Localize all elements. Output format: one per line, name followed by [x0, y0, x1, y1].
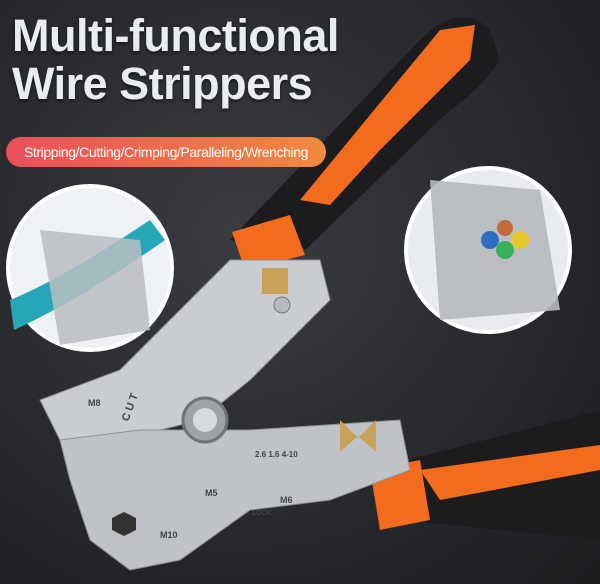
marking-m6: M6	[280, 495, 293, 505]
title-line-2: Wire Strippers	[12, 58, 313, 109]
wire-copper	[497, 220, 513, 236]
page-title: Multi-functional Wire Strippers	[12, 12, 339, 108]
lower-jaw	[59, 419, 411, 571]
upper-handle-orange-stripe	[300, 25, 475, 205]
wire-yellow	[511, 231, 529, 249]
wire-blue	[481, 231, 499, 249]
lower-handle-orange-stripe	[420, 445, 600, 500]
features-banner: Stripping/Cutting/Crimping/Paralleling/W…	[6, 137, 326, 167]
inset-left-jaw	[40, 230, 150, 345]
marking-sizes: 2.6 1.6 4-10	[255, 450, 298, 459]
hex-hole	[112, 512, 136, 536]
title-line-1: Multi-functional	[12, 10, 339, 61]
inset-right-jaw	[430, 180, 560, 320]
upper-handle-grip	[232, 215, 305, 270]
pivot-bolt-inner	[193, 408, 217, 432]
marking-lock: LOCK	[252, 510, 272, 517]
wire-green	[496, 241, 514, 259]
marking-m10: M10	[160, 530, 178, 540]
screw	[273, 296, 291, 314]
crimp-insert	[262, 268, 288, 294]
brass-crimp-die	[340, 420, 376, 452]
marking-m8: M8	[88, 398, 101, 408]
marking-m5: M5	[205, 488, 218, 498]
